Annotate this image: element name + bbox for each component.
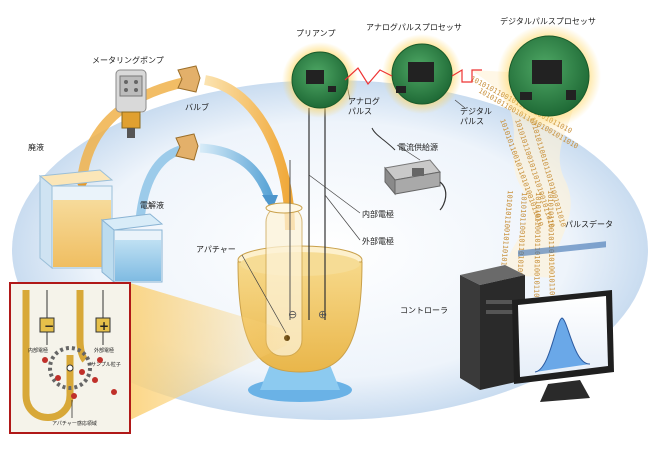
electrode-wires	[289, 108, 326, 320]
inset-sample-particles-label: サンプル粒子	[91, 361, 121, 368]
zoom-beam	[130, 283, 287, 420]
digital-pulse-signal	[451, 68, 482, 83]
histogram-plot	[534, 317, 591, 373]
valve-top-label: バルブ	[185, 102, 209, 112]
outer-electrode-label: 外部電極	[362, 236, 394, 246]
preamp-board	[282, 42, 358, 118]
preamp-label: プリアンプ	[296, 29, 335, 38]
monitor	[512, 241, 614, 402]
electrolyte-flow-tube	[135, 143, 278, 221]
analog-pulse-label: アナログ パルス	[348, 96, 382, 116]
analog-pulse-line1: アナログ	[348, 96, 380, 106]
digital-pulse-line2: パルス	[460, 117, 484, 126]
metering-pump	[115, 69, 147, 138]
analog-processor-label: アナログパルスプロセッサ	[366, 22, 462, 32]
digital-processor-label: デジタルパルスプロセッサ	[500, 16, 596, 26]
inset-plus: +	[99, 319, 109, 333]
inset-minus: −	[44, 319, 54, 333]
controller-label: コントローラ	[400, 306, 448, 315]
valve-middle	[175, 133, 199, 161]
digital-processor-board	[497, 24, 601, 128]
valve-top	[177, 65, 201, 93]
inner-electrode-label: 内部電極	[362, 209, 394, 219]
inset-detail	[9, 282, 131, 434]
electrolyte-label: 電解液	[140, 200, 164, 210]
digital-pulse-line1: デジタル	[460, 106, 492, 116]
metering-pump-label: メータリングポンプ	[92, 55, 164, 65]
inset-inner-electrode-label: 内部電極	[28, 347, 48, 354]
inset-outer-electrode-label: 外部電極	[94, 347, 114, 354]
pulse-data-label: パルスデータ	[565, 219, 613, 229]
electrolyte-container	[100, 213, 164, 284]
inset-aperture-zone-label: アパチャー感応領域	[52, 420, 97, 427]
aperture-tube	[265, 202, 303, 357]
analog-processor-board	[382, 34, 462, 114]
current-source	[371, 127, 447, 211]
analog-pulse-line2: パルス	[348, 107, 372, 116]
analog-pulse-signal	[344, 67, 393, 86]
digital-pulse-label: デジタル パルス	[460, 106, 494, 126]
waste-label: 廃液	[28, 142, 44, 152]
bit-row: 101010110010110101001011010	[546, 190, 556, 304]
beaker-plus-symbol: ⊕	[318, 308, 327, 321]
beaker-minus-symbol: ⊖	[288, 308, 297, 321]
aperture-label: アパチャー	[196, 245, 236, 254]
current-source-label: 電流供給源	[398, 142, 438, 152]
